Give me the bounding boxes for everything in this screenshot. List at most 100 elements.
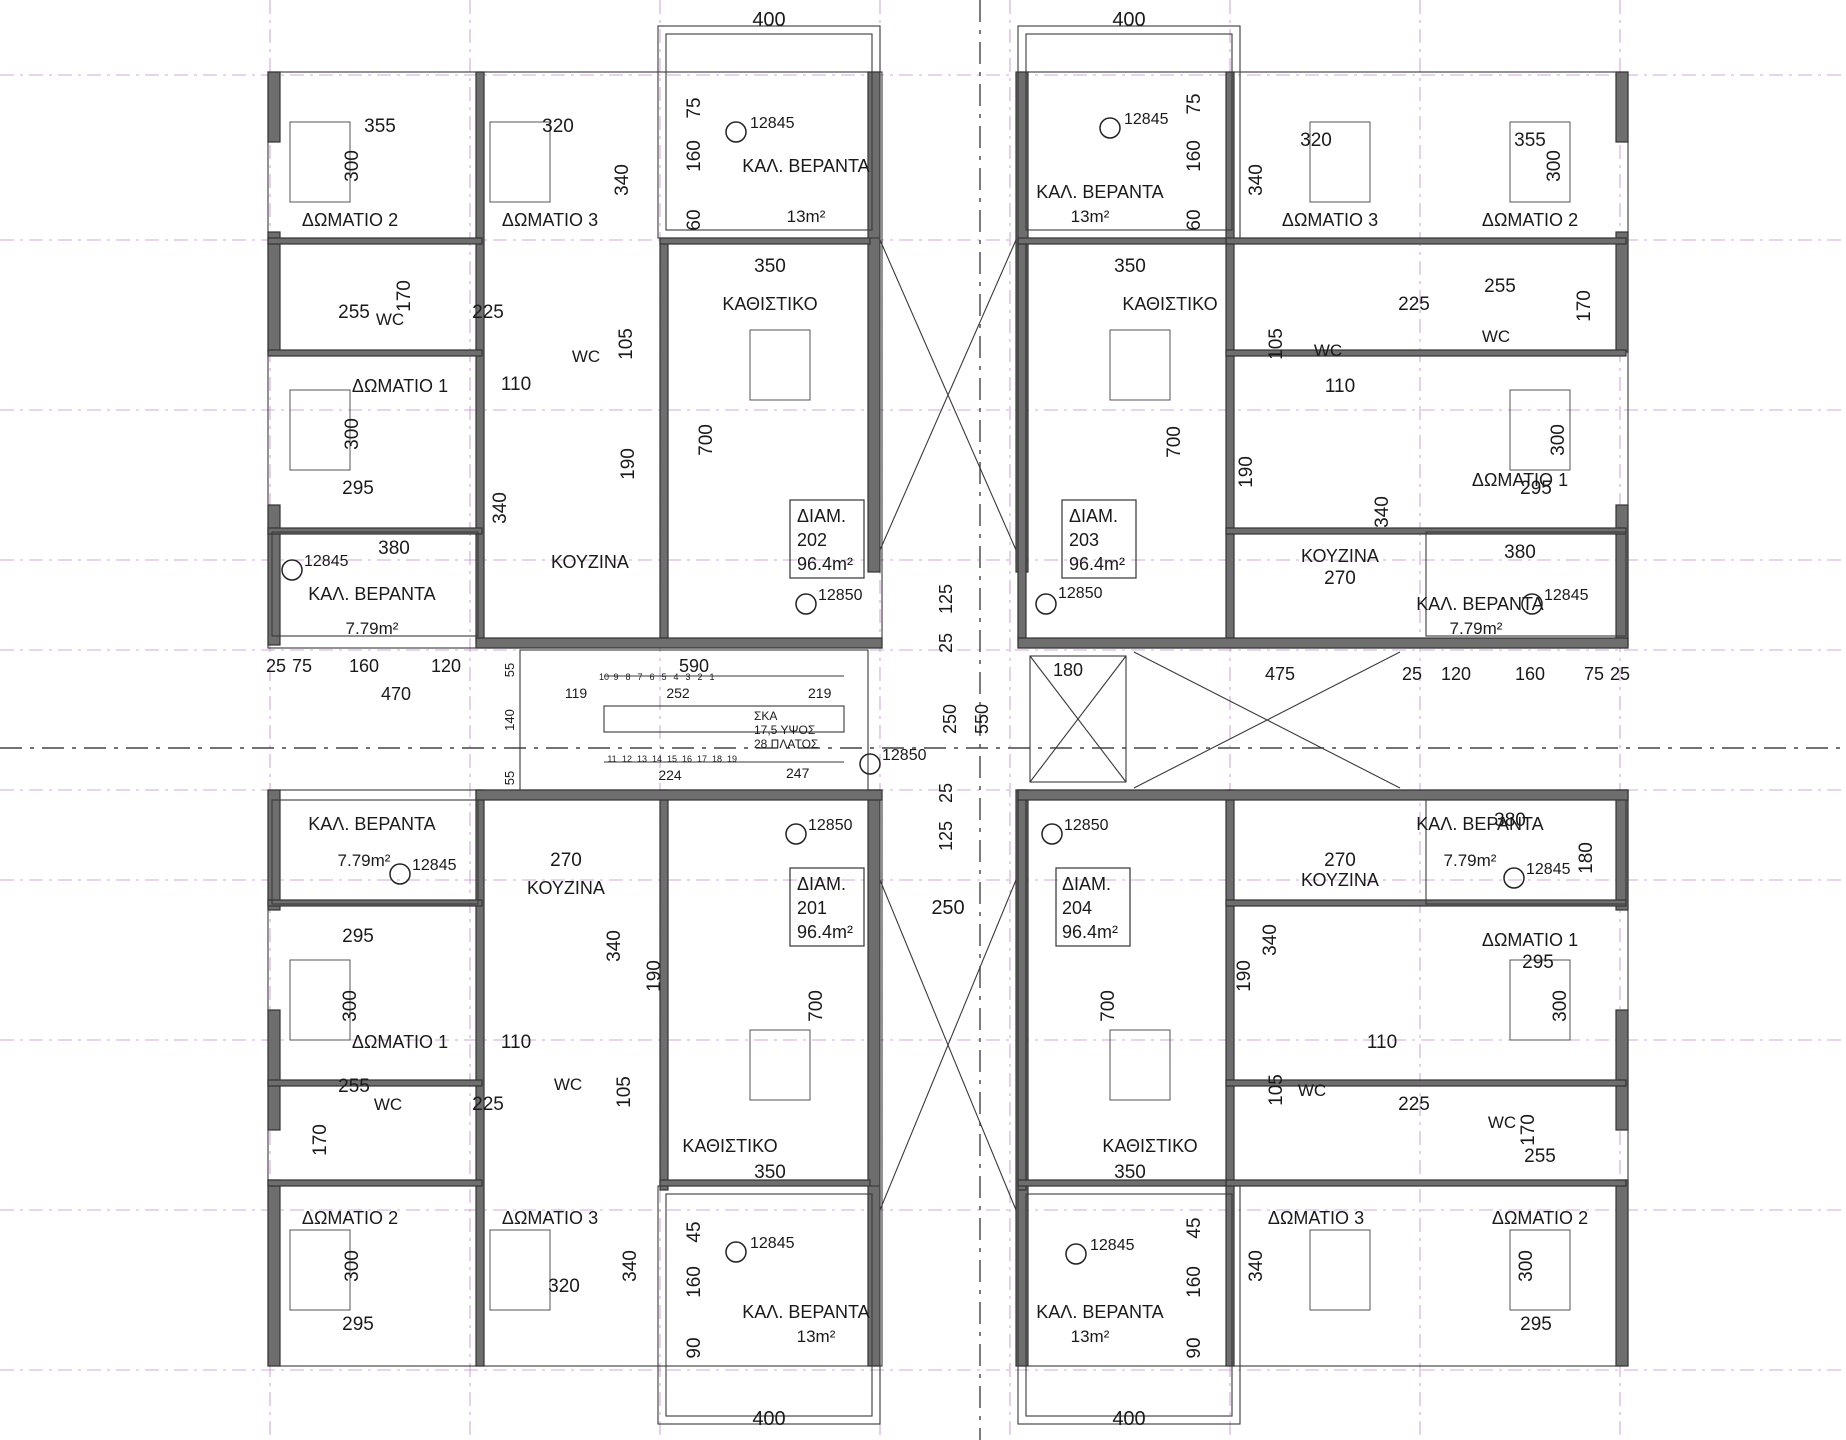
dwelling-number-204: 204 [1062, 898, 1092, 918]
room-dim-204-3: 340 [1260, 924, 1281, 956]
room-dim-204-7: 700 [1098, 990, 1119, 1022]
stair-upper-len: 252 [666, 685, 690, 701]
dim-top-left: 400 [752, 9, 785, 31]
room-bedroom2-201: ΔΩΜΑΤΙΟ 2 [302, 1208, 398, 1228]
level-202-c: 12850 [818, 587, 863, 604]
core-dim-left-4: 470 [381, 684, 411, 704]
stair-lower-len: 224 [658, 767, 682, 783]
room-wc-b-203: WC [1314, 341, 1342, 360]
corridor-dim-2: 250 [940, 704, 960, 734]
room-dim-203-12: 110 [1325, 376, 1355, 397]
room-dim-203-11: 105 [1266, 328, 1287, 360]
level-markers [281, 117, 1543, 1265]
level-203-a: 12845 [1124, 111, 1169, 128]
room-dim-202-18: 380 [378, 538, 410, 559]
room-dim-203-2: 340 [1246, 164, 1267, 196]
veranda-big-202: ΚΑΛ. ΒΕΡΑΝΤΑ [742, 156, 869, 176]
veranda-small-201: ΚΑΛ. ΒΕΡΑΝΤΑ [308, 814, 435, 834]
room-living-202: ΚΑΘΙΣΤΙΚΟ [722, 294, 817, 314]
room-bedroom2-202: ΔΩΜΑΤΙΟ 2 [302, 210, 398, 230]
room-dim-203-1: 355 [1514, 130, 1546, 151]
stair-step-up-6: 6 [649, 672, 654, 682]
furniture [289, 121, 1571, 1311]
room-dim-203-18: 270 [1324, 568, 1356, 589]
room-dim-202-12: 110 [501, 374, 531, 395]
room-dim-201-5: 700 [806, 990, 827, 1022]
labels: 400 400 400 400 ΔΩΜΑΤΙΟ 2 ΔΩΜΑΤΙΟ 3 ΔΩΜΑ… [266, 9, 1630, 1430]
core-dim-right-2: 120 [1441, 664, 1471, 684]
veranda-small-area-202: 7.79m² [346, 619, 399, 638]
corridor-dim-3: 550 [972, 704, 992, 734]
room-bedroom1-204: ΔΩΜΑΤΙΟ 1 [1482, 930, 1578, 950]
room-dim-202-10: 225 [472, 302, 504, 323]
stair-note-1: ΣΚΑ [754, 709, 777, 723]
stair-step-down-15: 15 [667, 754, 677, 764]
room-dim-204-13: 350 [1114, 1162, 1146, 1183]
veranda-big-area-201: 13m² [797, 1327, 836, 1346]
room-dim-204-2: 270 [1324, 850, 1356, 871]
stair-step-down-12: 12 [622, 754, 632, 764]
room-kitchen-203: ΚΟΥΖΙΝΑ [1301, 546, 1379, 566]
room-bedroom3-201: ΔΩΜΑΤΙΟ 3 [502, 1208, 598, 1228]
room-dim-203-3: 300 [1544, 150, 1565, 182]
room-dim-201-4: 190 [644, 960, 665, 992]
room-dim-203-5: 160 [1184, 140, 1205, 172]
room-dim-203-6: 60 [1184, 209, 1205, 230]
room-dim-204-8: 110 [1367, 1032, 1397, 1053]
dwelling-number-202: 202 [797, 530, 827, 550]
room-dim-204-11: 170 [1518, 1114, 1539, 1146]
dwelling-area-203: 96.4m² [1069, 554, 1125, 574]
room-dim-202-4: 75 [684, 97, 705, 118]
level-201-b: 12845 [412, 857, 457, 874]
room-dim-201-8: 225 [472, 1094, 504, 1115]
room-dim-202-2: 320 [542, 116, 574, 137]
dwelling-area-202: 96.4m² [797, 554, 853, 574]
room-dim-202-15: 295 [342, 478, 374, 499]
room-dim-201-11: 350 [754, 1162, 786, 1183]
stair-step-up-8: 8 [625, 672, 630, 682]
building-walls [267, 71, 1629, 1367]
stair-step-up-1: 1 [709, 672, 714, 682]
room-dim-204-10: 105 [1266, 1074, 1287, 1106]
core-dim-right-4: 75 [1584, 664, 1604, 684]
room-dim-204-17: 45 [1184, 1217, 1205, 1238]
room-dim-203-13: 700 [1164, 426, 1185, 458]
veranda-big-area-202: 13m² [787, 207, 826, 226]
stair-step-down-14: 14 [652, 754, 662, 764]
dwelling-number-201: 201 [797, 898, 827, 918]
corridor-dim-0: 125 [936, 584, 956, 614]
level-203-c: 12850 [1058, 585, 1103, 602]
room-dim-203-9: 170 [1574, 290, 1595, 322]
room-dim-203-17: 340 [1372, 496, 1393, 528]
room-living-203: ΚΑΘΙΣΤΙΚΟ [1122, 294, 1217, 314]
stair-left-dim: 119 [565, 685, 588, 701]
room-dim-203-4: 75 [1184, 93, 1205, 114]
stair-step-up-4: 4 [673, 672, 678, 682]
room-dim-201-6: 110 [501, 1032, 531, 1053]
dim-top-right: 400 [1112, 9, 1145, 31]
stair-side-dim-0: 55 [502, 663, 517, 677]
stair-step-up-3: 3 [685, 672, 690, 682]
room-wc-b-204: WC [1298, 1081, 1326, 1100]
room-dim-202-9: 255 [338, 302, 370, 323]
veranda-small-202: ΚΑΛ. ΒΕΡΑΝΤΑ [308, 584, 435, 604]
room-dim-201-2: 295 [342, 926, 374, 947]
room-wc-b-201: WC [554, 1075, 582, 1094]
room-bedroom3-202: ΔΩΜΑΤΙΟ 3 [502, 210, 598, 230]
level-202-b: 12845 [304, 553, 349, 570]
room-dim-202-0: 355 [364, 116, 396, 137]
level-204-c: 12850 [1064, 817, 1109, 834]
stair-step-up-7: 7 [637, 672, 642, 682]
room-dim-203-14: 300 [1548, 424, 1569, 456]
veranda-small-area-204: 7.79m² [1444, 851, 1497, 870]
room-kitchen-204: ΚΟΥΖΙΝΑ [1301, 870, 1379, 890]
stair-step-down-13: 13 [637, 754, 647, 764]
corridor-dim-5: 125 [936, 821, 956, 851]
room-dim-201-14: 320 [548, 1276, 580, 1297]
stair-landing-dim-b: 247 [786, 765, 810, 781]
room-living-201: ΚΑΘΙΣΤΙΚΟ [682, 1136, 777, 1156]
core-dim-left-3: 120 [431, 656, 461, 676]
room-dim-202-5: 160 [684, 140, 705, 172]
room-wc-a-204: WC [1488, 1113, 1516, 1132]
stair-core [519, 239, 1401, 1211]
